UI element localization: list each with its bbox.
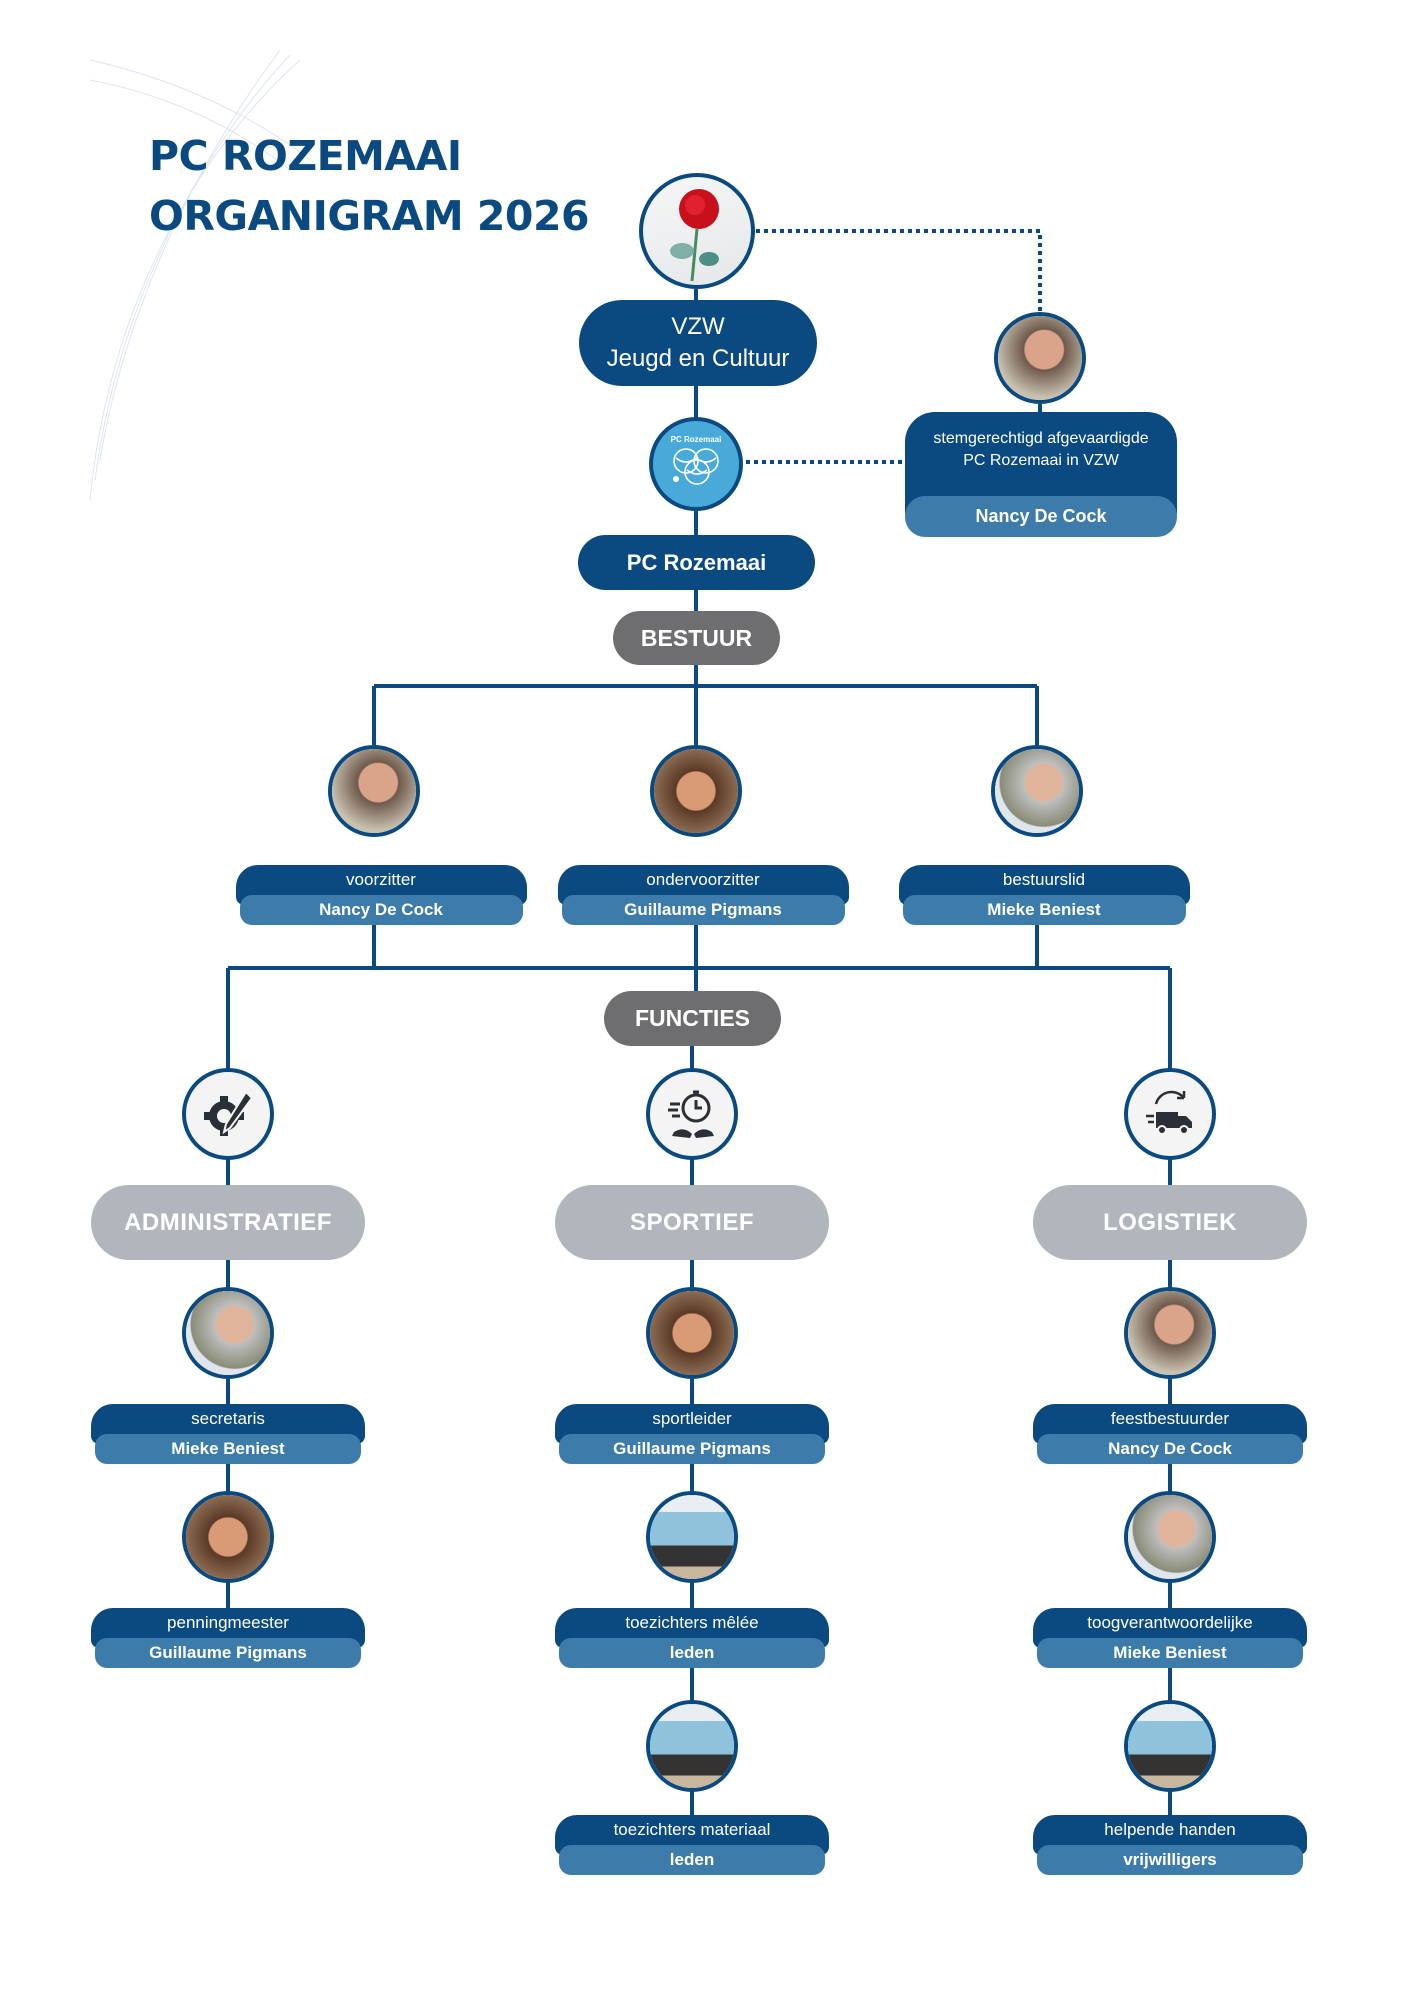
- person-name: Guillaume Pigmans: [95, 1638, 361, 1668]
- member-photo: [1124, 1287, 1216, 1379]
- bestuur-label: BESTUUR: [613, 611, 780, 665]
- person-name: Mieke Beniest: [1037, 1638, 1303, 1668]
- photo-image: [995, 749, 1079, 833]
- logo-text: PC Rozemaai: [670, 434, 722, 444]
- category-administratief: ADMINISTRATIEF: [91, 1185, 365, 1260]
- person-name: leden: [559, 1845, 825, 1875]
- category-label: ADMINISTRATIEF: [124, 1208, 332, 1236]
- page-title: PC ROZEMAAI ORGANIGRAM 2026: [149, 126, 590, 246]
- board-photo: [328, 745, 420, 837]
- club-node: PC Rozemaai: [578, 535, 815, 590]
- photo-image: [186, 1495, 270, 1579]
- category-label: SPORTIEF: [629, 1208, 754, 1236]
- member-photo: [1124, 1700, 1216, 1792]
- board-photo: [991, 745, 1083, 837]
- bestuur-text: BESTUUR: [640, 624, 753, 651]
- member-photo: [182, 1491, 274, 1583]
- photo-image: [650, 1704, 734, 1788]
- photo-image: [1128, 1704, 1212, 1788]
- delegate-role-line-1: stemgerechtigd afgevaardigde: [933, 430, 1149, 447]
- title-line-1: PC ROZEMAAI: [149, 132, 462, 180]
- board-photo: [650, 745, 742, 837]
- member-photo: [646, 1700, 738, 1792]
- person-name: leden: [559, 1638, 825, 1668]
- delegate-name: Nancy De Cock: [905, 496, 1177, 537]
- person-name: Mieke Beniest: [902, 895, 1186, 925]
- delivery-truck-icon: [1124, 1068, 1216, 1160]
- vzw-label: VZW: [671, 313, 725, 340]
- person-name: Nancy De Cock: [239, 895, 523, 925]
- member-photo: [182, 1287, 274, 1379]
- petanque-balls-icon: [673, 447, 719, 485]
- rose-image: [639, 173, 755, 289]
- club-label: PC Rozemaai: [626, 549, 767, 575]
- stopwatch-shoes-icon: [646, 1068, 738, 1160]
- vzw-node: VZW Jeugd en Cultuur: [579, 300, 817, 386]
- category-label: LOGISTIEK: [1103, 1208, 1237, 1236]
- vzw-name: Jeugd en Cultuur: [606, 345, 790, 372]
- photo-image: [654, 749, 738, 833]
- club-logo: PC Rozemaai: [649, 417, 743, 511]
- gear-pen-icon: [182, 1068, 274, 1160]
- title-line-2: ORGANIGRAM 2026: [149, 192, 590, 240]
- category-logistiek: LOGISTIEK: [1033, 1185, 1307, 1260]
- person-name: vrijwilligers: [1037, 1845, 1303, 1875]
- person-name: Guillaume Pigmans: [559, 1434, 825, 1464]
- member-photo: [1124, 1491, 1216, 1583]
- photo-image: [650, 1495, 734, 1579]
- member-photo: [646, 1491, 738, 1583]
- photo-image: [332, 749, 416, 833]
- photo-image: [186, 1291, 270, 1375]
- photo-image: [650, 1291, 734, 1375]
- delegate-role-line-2: PC Rozemaai in VZW: [963, 452, 1119, 469]
- member-photo: [646, 1287, 738, 1379]
- person-name: Nancy De Cock: [1037, 1434, 1303, 1464]
- person-name: Mieke Beniest: [95, 1434, 361, 1464]
- photo-image: [1128, 1495, 1212, 1579]
- photo-image: [1128, 1291, 1212, 1375]
- functies-text: FUNCTIES: [635, 1005, 750, 1031]
- category-sportief: SPORTIEF: [555, 1185, 829, 1260]
- person-name: Guillaume Pigmans: [561, 895, 845, 925]
- delegate-photo: [994, 312, 1086, 404]
- functies-label: FUNCTIES: [604, 991, 781, 1046]
